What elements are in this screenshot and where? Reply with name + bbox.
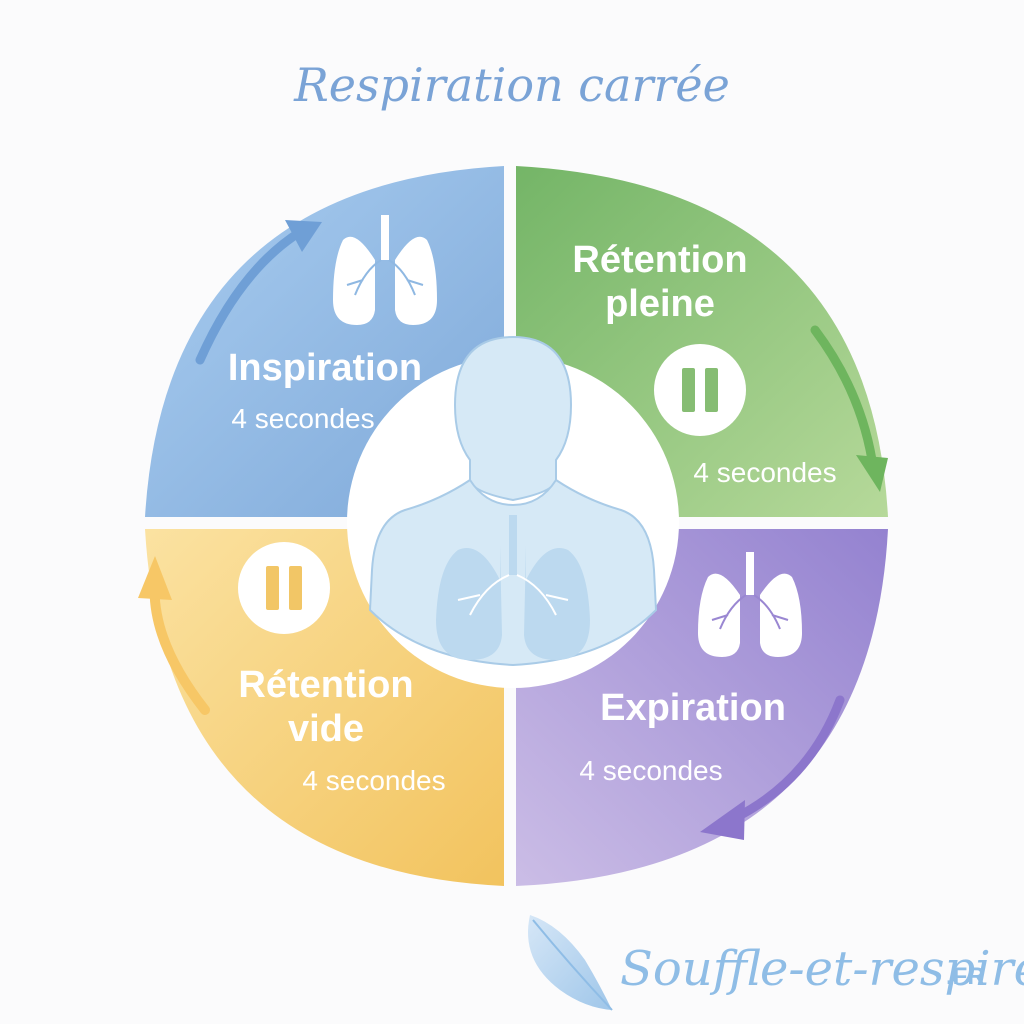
pause-icon <box>238 542 330 634</box>
arrow-head-down-left <box>700 800 745 840</box>
phase-duration-inspiration: 4 secondes <box>231 403 374 434</box>
phase-title-retention-pleine-line1: Rétention <box>572 239 747 281</box>
phase-title-inspiration: Inspiration <box>228 347 422 389</box>
center-figure <box>347 335 679 688</box>
arrow-head-up <box>285 220 322 252</box>
phase-duration-retention-vide: 4 secondes <box>302 765 445 796</box>
lungs-icon <box>333 215 437 325</box>
arrow-head-up-left <box>138 556 172 600</box>
human-torso-lungs-icon <box>368 335 658 667</box>
phase-title-retention-vide-line1: Rétention <box>238 664 413 706</box>
cycle-arrows <box>138 220 888 840</box>
arrow-expiration-to-retention-vide <box>730 695 845 823</box>
feather-icon <box>528 915 613 1011</box>
arrow-inspiration-to-retention-pleine <box>195 227 305 365</box>
arrow-retention-pleine-to-expiration <box>810 325 877 465</box>
arrow-head-down-right <box>856 455 888 492</box>
phase-title-expiration: Expiration <box>600 687 786 729</box>
diagram-title: Respiration carrée <box>294 58 730 112</box>
brand-logo: Souffle-et-respire .FR <box>528 915 1024 1011</box>
pause-icon <box>654 344 746 436</box>
phase-duration-retention-pleine: 4 secondes <box>693 457 836 488</box>
phase-duration-expiration: 4 secondes <box>579 755 722 786</box>
phase-title-retention-vide-line2: vide <box>288 708 364 750</box>
lungs-icon <box>698 552 802 657</box>
brand-tld: .FR <box>946 963 985 990</box>
phase-title-retention-pleine-line2: pleine <box>605 283 715 325</box>
brand-name: Souffle-et-respire <box>620 941 1024 997</box>
